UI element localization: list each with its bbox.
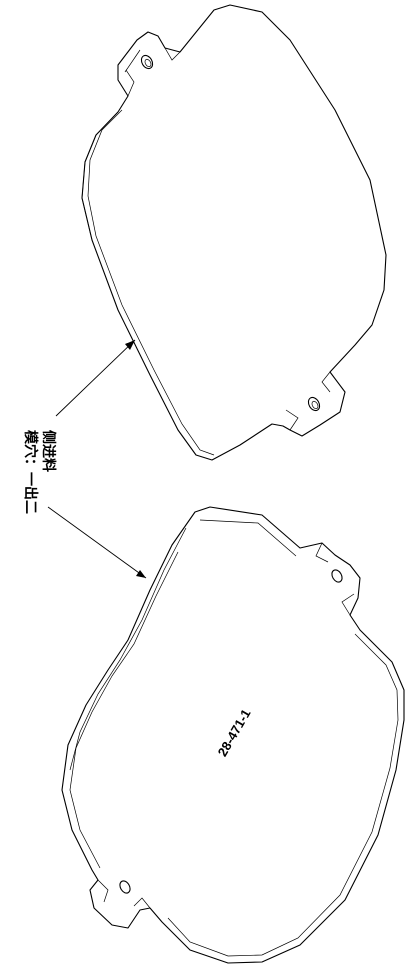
top-part-thickness-edge [87,49,215,456]
bottom-part-hole-right [331,569,343,583]
leader-lines [47,339,147,579]
top-part-thickness-edge-2 [81,111,119,241]
leader-line-top [55,339,136,417]
top-part-hole-upper-inner [144,58,152,68]
top-part-hole-lower-inner [311,400,319,410]
bottom-part-outline [61,506,405,964]
bottom-part-thickness-edge-2 [69,527,187,771]
bottom-part: 28-471-1 [61,506,405,964]
bottom-part-rim [167,633,399,957]
leader-arrow-bottom [136,570,146,578]
top-part [81,4,387,461]
top-part-tab-right [285,371,331,431]
bottom-part-tab-right [315,542,355,616]
annotation-line-1: 侧进料 [40,430,57,472]
top-part-tab-left [125,47,181,97]
annotation: 侧进料 模穴：一出二 [22,430,57,514]
top-part-hole-lower [307,396,321,412]
top-part-hole-upper [140,54,154,70]
bottom-part-tab-left [97,879,151,909]
annotation-line-2: 模穴：一出二 [22,430,39,514]
leader-line-bottom [47,506,147,579]
bottom-part-hole-left [119,880,131,894]
part-number-label: 28-471-1 [215,706,254,759]
top-part-outline [81,4,387,461]
leader-arrow-top [125,340,135,350]
bottom-part-thickness-edge [69,519,297,869]
